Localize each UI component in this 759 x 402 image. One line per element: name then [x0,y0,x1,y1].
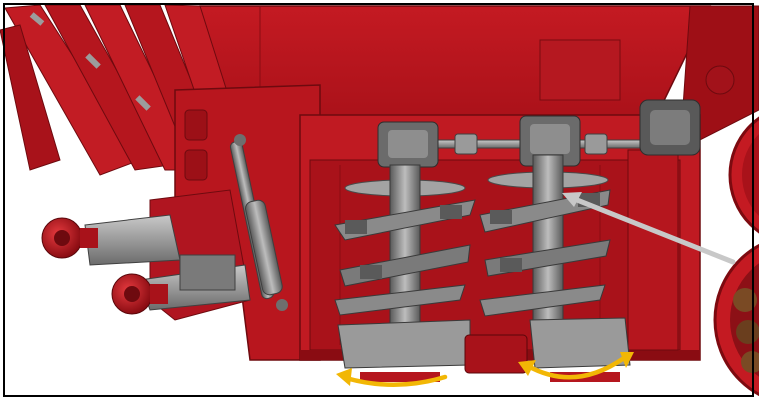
wheel-hub-lower [111,273,168,315]
pointer-arrow-icon [562,192,736,265]
beater-left [334,164,476,346]
discharge-floor [337,317,631,382]
curved-arrow-icon [336,368,448,387]
drive-gearbox [639,99,701,156]
double-curved-arrow-icon [518,352,634,380]
gearbox-right [519,115,581,167]
hydraulic-cylinder [229,134,288,311]
gearbox-left [377,121,439,168]
axle-bracket [84,189,251,321]
detail-callout-lower [713,243,759,397]
wheel-hub-upper [41,217,98,259]
detail-callout-upper [728,116,759,234]
